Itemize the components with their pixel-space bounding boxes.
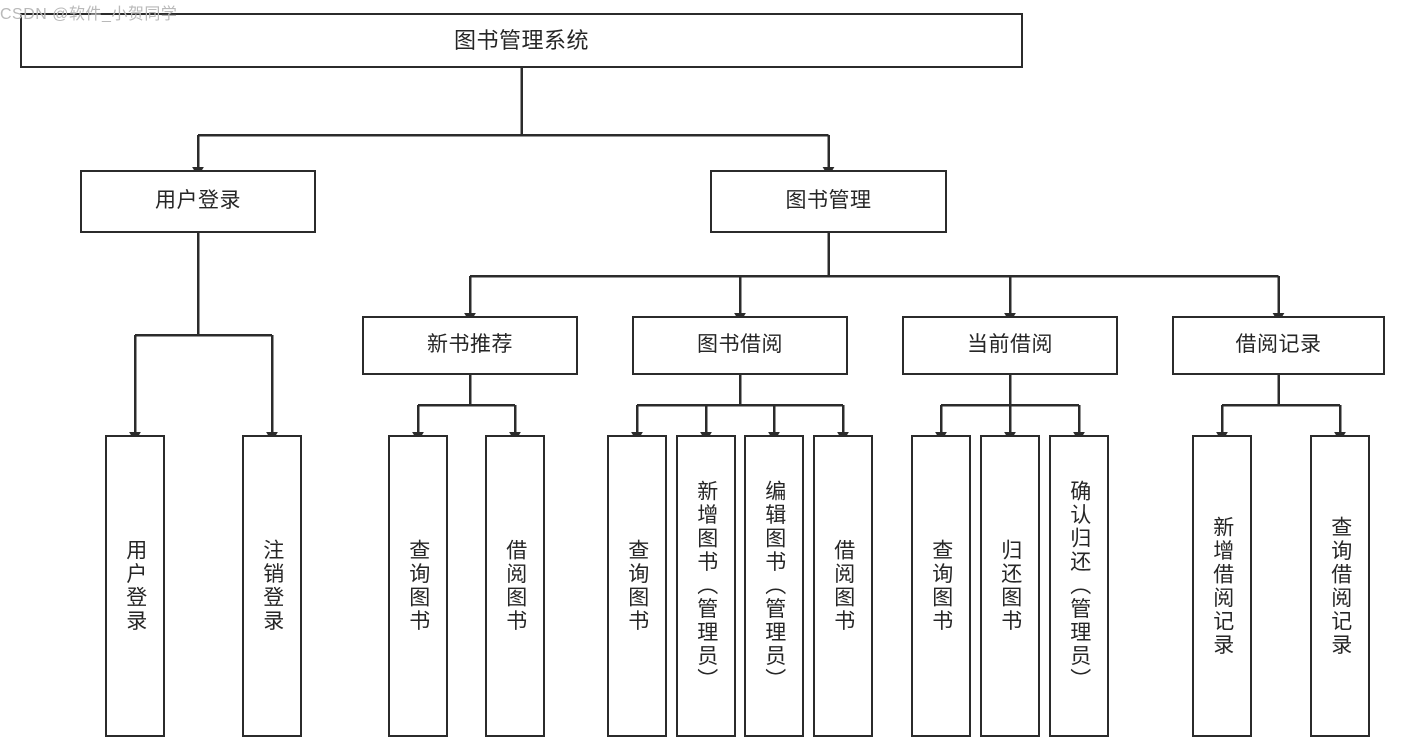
node-label: 用户登录 <box>155 189 241 213</box>
node-label: 查询图书 <box>929 539 953 633</box>
node-newbook[interactable]: 新书推荐 <box>362 316 578 375</box>
node-login[interactable]: 用户登录 <box>80 170 316 233</box>
node-leaf-cb-confirm[interactable]: 确认归还（管理员） <box>1049 435 1109 737</box>
node-label: 图书管理 <box>785 189 872 213</box>
node-label: 新书推荐 <box>427 333 513 357</box>
node-label: 借阅图书 <box>503 539 527 633</box>
node-leaf-bk-edit[interactable]: 编辑图书（管理员） <box>744 435 804 737</box>
node-label: 确认归还（管理员） <box>1067 480 1091 692</box>
node-bookmgmt[interactable]: 图书管理 <box>710 170 947 233</box>
node-leaf-bk-add[interactable]: 新增图书（管理员） <box>676 435 736 737</box>
node-label: 编辑图书（管理员） <box>762 480 786 692</box>
node-label: 新增借阅记录 <box>1210 515 1234 657</box>
node-leaf-login[interactable]: 用户登录 <box>105 435 165 737</box>
node-current[interactable]: 当前借阅 <box>902 316 1118 375</box>
node-label: 借阅图书 <box>831 539 855 633</box>
node-records[interactable]: 借阅记录 <box>1172 316 1385 375</box>
node-leaf-bk-borrow[interactable]: 借阅图书 <box>813 435 873 737</box>
node-label: 借阅记录 <box>1235 333 1322 357</box>
node-label: 查询图书 <box>406 539 430 633</box>
node-leaf-cb-return[interactable]: 归还图书 <box>980 435 1040 737</box>
node-label: 新增图书（管理员） <box>694 480 718 692</box>
node-leaf-bk-query[interactable]: 查询图书 <box>607 435 667 737</box>
node-label: 图书管理系统 <box>453 27 589 53</box>
node-label: 查询图书 <box>625 539 649 633</box>
node-label: 归还图书 <box>998 539 1022 633</box>
node-label: 用户登录 <box>123 539 147 633</box>
node-leaf-rc-add[interactable]: 新增借阅记录 <box>1192 435 1252 737</box>
node-leaf-cb-query[interactable]: 查询图书 <box>911 435 971 737</box>
node-label: 注销登录 <box>260 539 284 633</box>
node-label: 图书借阅 <box>697 333 783 357</box>
node-borrow[interactable]: 图书借阅 <box>632 316 848 375</box>
node-leaf-nb-query[interactable]: 查询图书 <box>388 435 448 737</box>
node-leaf-rc-query[interactable]: 查询借阅记录 <box>1310 435 1370 737</box>
csdn-watermark: CSDN @软件_小贺同学 <box>0 6 178 23</box>
node-leaf-nb-borrow[interactable]: 借阅图书 <box>485 435 545 737</box>
node-root[interactable]: 图书管理系统 <box>20 13 1023 68</box>
node-label: 当前借阅 <box>967 333 1053 357</box>
node-leaf-logout[interactable]: 注销登录 <box>242 435 302 737</box>
node-label: 查询借阅记录 <box>1328 515 1352 657</box>
